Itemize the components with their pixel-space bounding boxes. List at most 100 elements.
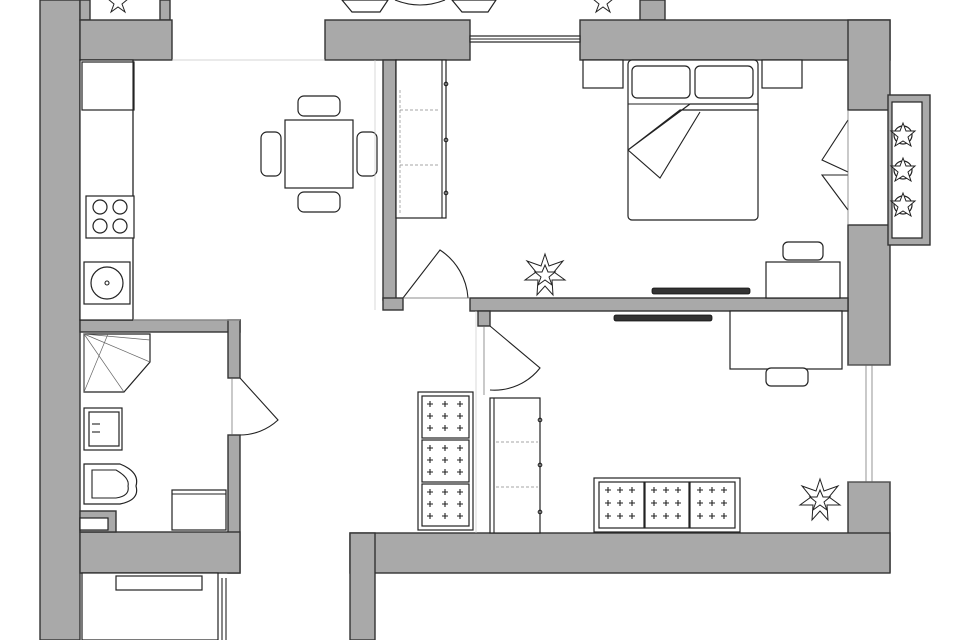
walls <box>39 0 891 640</box>
bedroom-door <box>402 249 469 299</box>
double-bed <box>627 59 759 221</box>
outdoor-table-set <box>341 0 497 13</box>
tv-icon <box>613 314 713 322</box>
pillow <box>694 65 754 99</box>
cushion-plus <box>617 487 623 493</box>
cushion-plus <box>605 487 611 493</box>
cushion-plus <box>442 425 448 431</box>
bathroom-wall-top <box>79 319 241 333</box>
cushion-plus <box>427 445 433 451</box>
bedroom <box>395 59 841 299</box>
cushion-plus <box>457 501 463 507</box>
cushion-plus <box>617 513 623 519</box>
shower <box>83 333 151 393</box>
bathroom-door <box>239 377 279 436</box>
tv-icon <box>651 287 751 295</box>
chair-icon <box>260 131 282 177</box>
cushion-plus <box>675 487 681 493</box>
chair-icon <box>782 241 824 261</box>
cushion-plus <box>442 445 448 451</box>
chair-icon <box>297 95 341 117</box>
exterior-wall-right-mid <box>847 224 891 366</box>
cushion-plus <box>629 513 635 519</box>
cushion-plus <box>629 500 635 506</box>
pillow <box>631 65 691 99</box>
cushion-plus <box>457 425 463 431</box>
dining-table <box>284 119 354 189</box>
toilet <box>83 463 138 505</box>
chair-icon <box>297 191 341 213</box>
bathroom-wall-bottom <box>79 531 241 574</box>
cushion-plus <box>709 500 715 506</box>
cushion-plus <box>457 401 463 407</box>
cushion-plus <box>427 425 433 431</box>
cushion-plus <box>427 457 433 463</box>
cooktop <box>85 195 135 239</box>
wall-stub-top-mid <box>159 0 171 21</box>
wardrobe <box>395 59 447 219</box>
cushion-plus <box>605 513 611 519</box>
exterior-wall-right-upper <box>847 19 891 111</box>
cushion-plus <box>457 445 463 451</box>
cushion-plus <box>721 513 727 519</box>
bathroom-wall-right-a <box>227 319 241 379</box>
cushion-plus <box>651 513 657 519</box>
wall-stub-top-right <box>639 0 666 21</box>
partition-bedroom-bottom-a <box>382 297 404 311</box>
wall-stub-top-left <box>79 0 91 21</box>
cushion-plus <box>675 513 681 519</box>
cushion-plus <box>721 487 727 493</box>
nightstand <box>582 59 624 89</box>
burner-icon <box>112 218 128 234</box>
exterior-wall-top-mid <box>324 19 471 61</box>
cushion-plus <box>442 489 448 495</box>
cushion-plus <box>442 401 448 407</box>
living-room <box>417 310 843 534</box>
windows <box>172 35 890 483</box>
bookcase <box>489 397 541 534</box>
chair-icon <box>765 367 809 387</box>
cushion-plus <box>442 469 448 475</box>
storage <box>81 572 227 640</box>
living-door <box>489 325 541 391</box>
cushion-plus <box>427 413 433 419</box>
cushion-plus <box>457 457 463 463</box>
exterior-wall-bottom <box>349 532 891 574</box>
cushion-plus <box>427 469 433 475</box>
burner-icon <box>92 218 108 234</box>
cushion-plus <box>457 489 463 495</box>
sofa-bottom <box>593 477 741 533</box>
cushion-plus <box>617 500 623 506</box>
bathroom <box>79 333 279 531</box>
plant-icon <box>593 0 613 14</box>
cushion-plus <box>457 469 463 475</box>
cushion-plus <box>697 487 703 493</box>
cushion-plus <box>709 513 715 519</box>
washing-machine <box>171 489 227 531</box>
cushion-plus <box>721 500 727 506</box>
desk <box>729 310 843 370</box>
cushion-plus <box>651 487 657 493</box>
exterior-wall-bottom-down <box>349 532 376 640</box>
plant-icon <box>523 252 567 297</box>
dining-set <box>260 95 378 213</box>
cushion-plus <box>675 500 681 506</box>
balcony <box>820 94 931 246</box>
cushion-plus <box>427 489 433 495</box>
partition-bedroom-bottom-b <box>469 297 849 312</box>
chair-icon <box>356 131 378 177</box>
fridge <box>81 61 135 111</box>
plant-icon <box>889 191 917 218</box>
cushion-plus <box>457 413 463 419</box>
burner-icon <box>112 199 128 215</box>
cushion-plus <box>663 487 669 493</box>
plant-icon <box>108 0 128 14</box>
cushion-plus <box>663 500 669 506</box>
partition-bedroom-left <box>382 59 397 301</box>
cushion-plus <box>457 513 463 519</box>
exterior-wall-left <box>39 0 81 640</box>
nightstand <box>761 59 803 89</box>
plant-icon <box>889 121 917 148</box>
top-outdoor-items <box>108 0 613 14</box>
